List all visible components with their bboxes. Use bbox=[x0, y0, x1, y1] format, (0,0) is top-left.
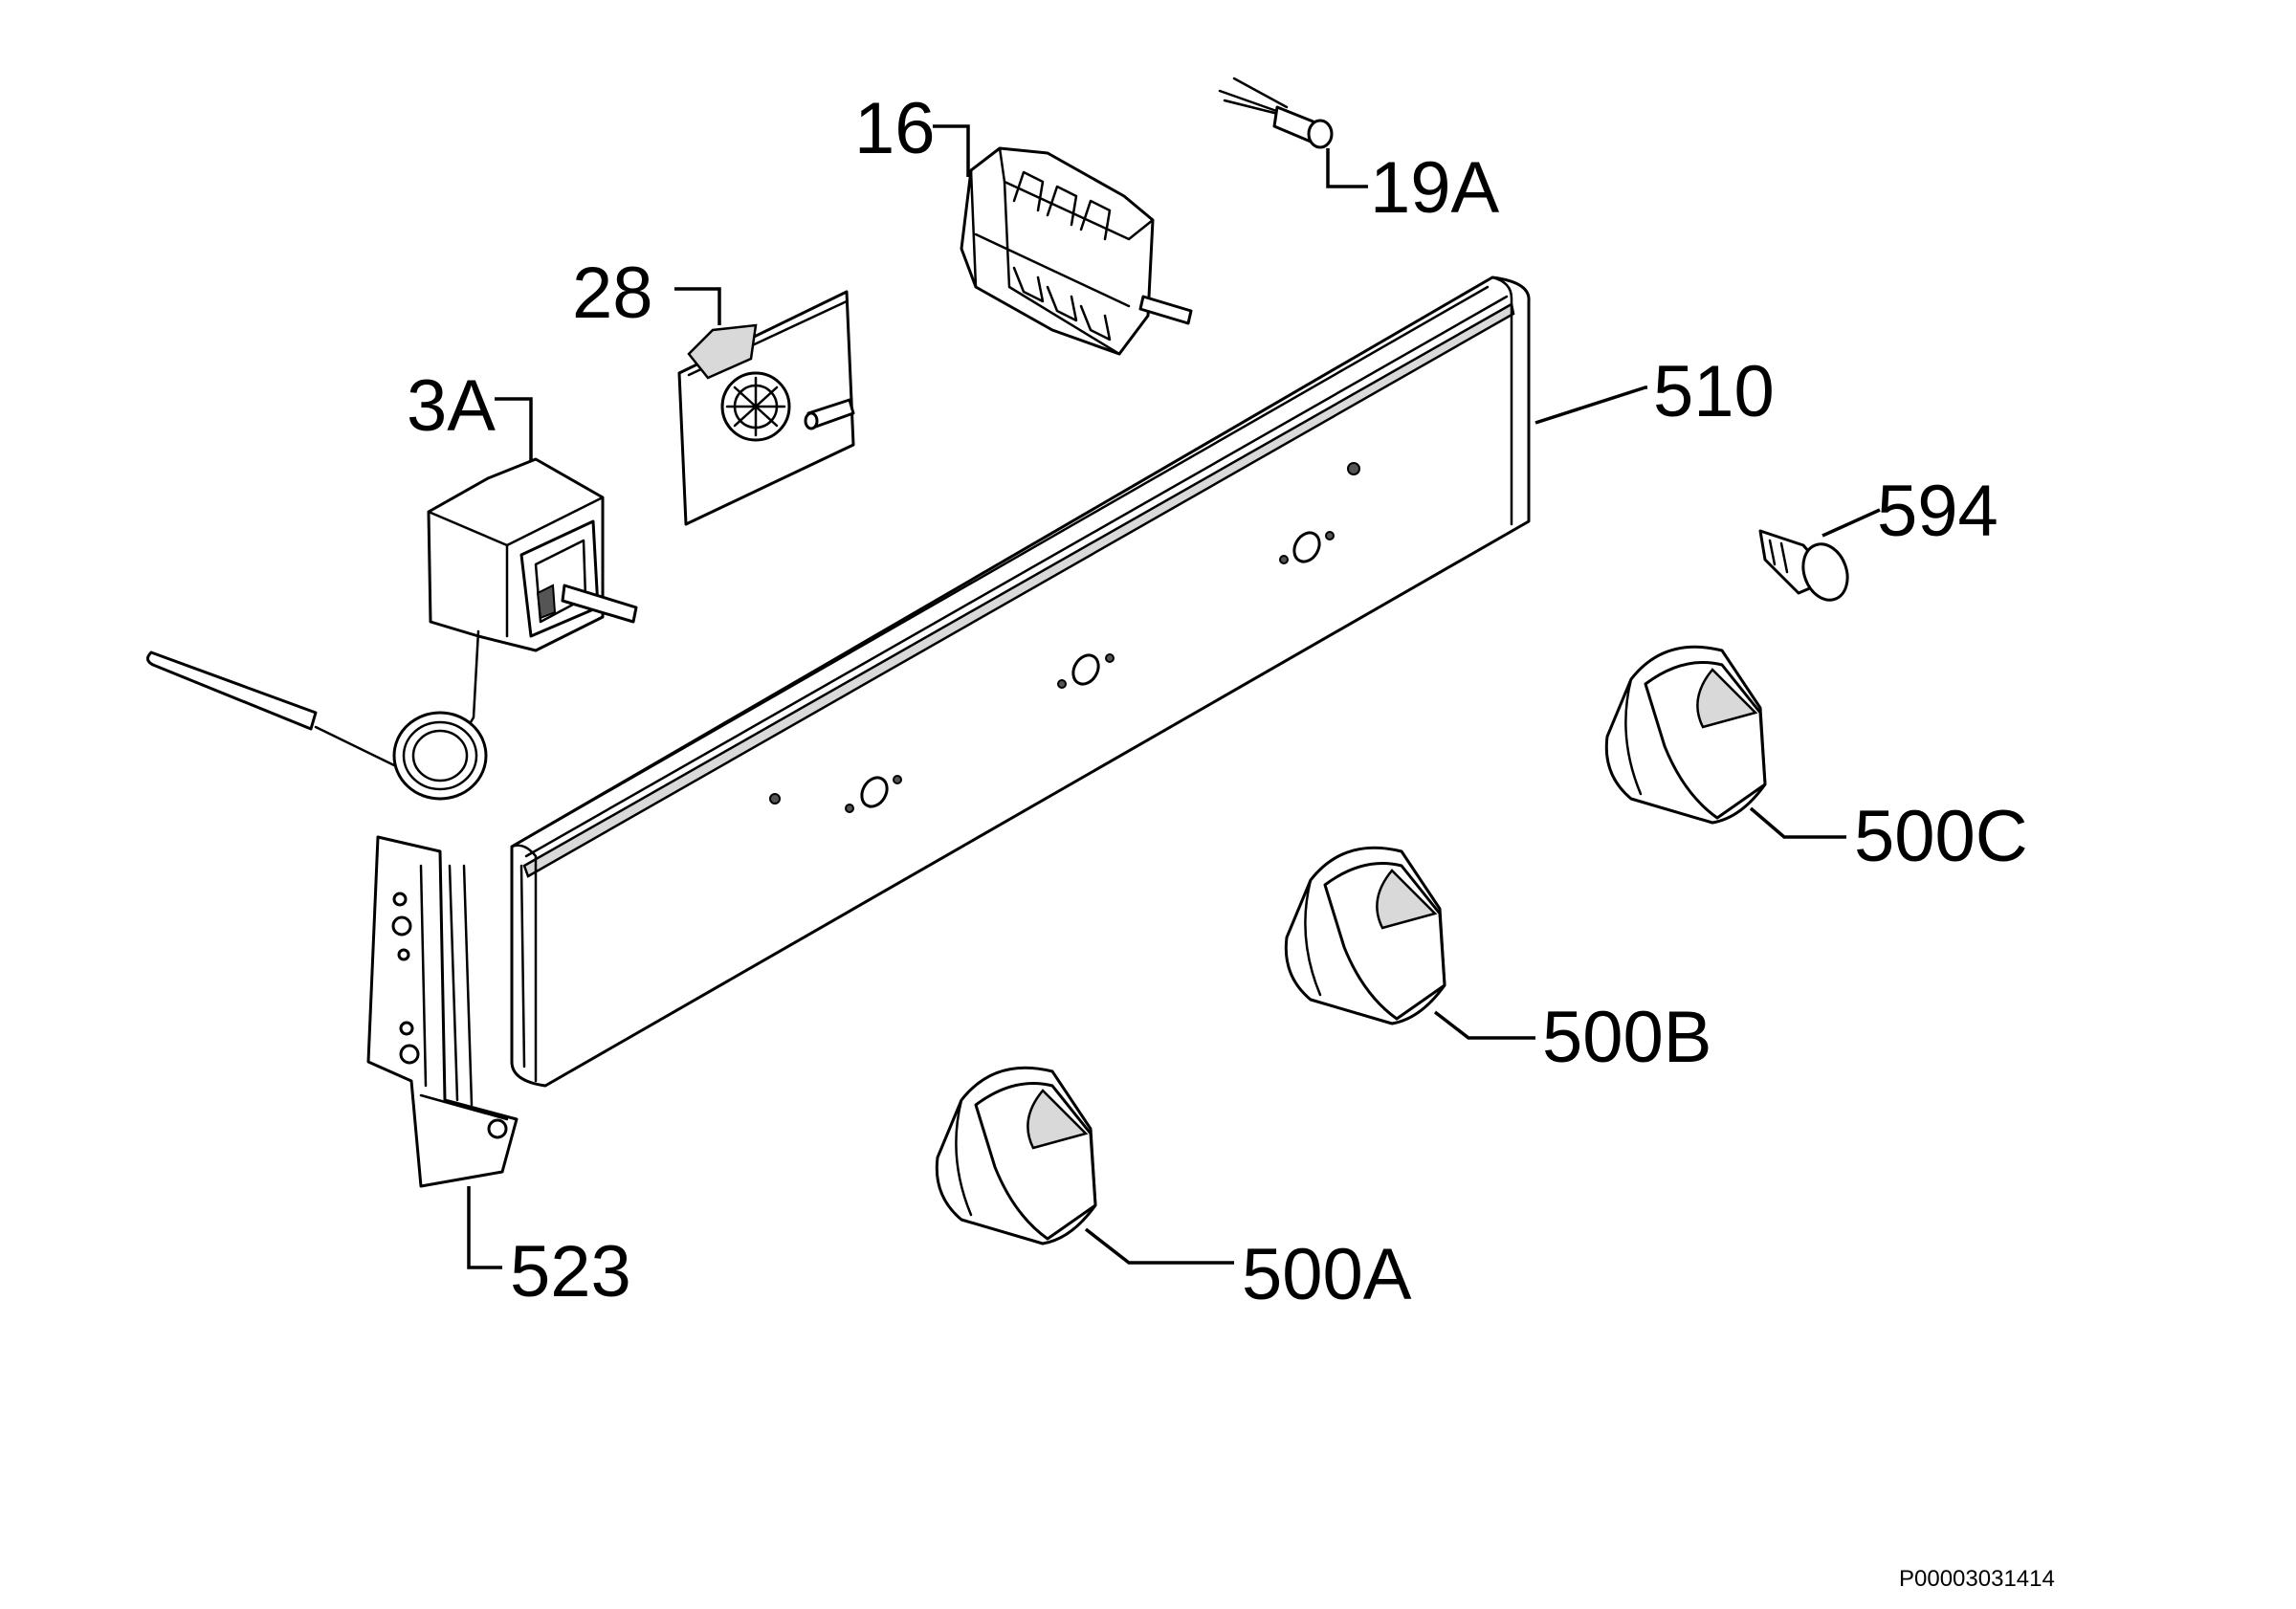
leader-500a bbox=[1084, 1227, 1234, 1265]
callout-3a: 3A bbox=[407, 365, 496, 447]
selector-switch-part bbox=[960, 146, 1193, 356]
callout-16: 16 bbox=[854, 88, 936, 169]
knob-500a-part bbox=[935, 1066, 1097, 1245]
leader-523 bbox=[467, 1186, 502, 1269]
callout-500c: 500C bbox=[1854, 796, 2028, 877]
leader-594 bbox=[1821, 508, 1881, 538]
document-code: P00003031414 bbox=[1899, 1566, 2055, 1592]
callout-500a: 500A bbox=[1242, 1234, 1412, 1315]
callout-510: 510 bbox=[1653, 351, 1775, 432]
callout-523: 523 bbox=[510, 1231, 631, 1312]
lamp-holder-part bbox=[1758, 529, 1849, 602]
leader-19a bbox=[1326, 148, 1368, 188]
leader-500c bbox=[1749, 806, 1846, 839]
knob-500b-part bbox=[1284, 846, 1446, 1025]
callout-28: 28 bbox=[572, 253, 653, 334]
control-panel-part bbox=[510, 276, 1531, 1088]
leader-16 bbox=[933, 124, 970, 177]
leader-500b bbox=[1433, 1010, 1535, 1040]
callout-19a: 19A bbox=[1370, 147, 1500, 229]
thermostat-plate-part bbox=[677, 290, 855, 526]
indicator-lamp-part bbox=[1218, 77, 1334, 149]
thermostat-part bbox=[146, 457, 638, 801]
leader-510 bbox=[1534, 386, 1647, 425]
callout-594: 594 bbox=[1877, 471, 1998, 552]
bracket-part bbox=[366, 835, 519, 1188]
knob-500c-part bbox=[1604, 645, 1767, 825]
leader-28 bbox=[674, 287, 721, 325]
callout-500b: 500B bbox=[1542, 997, 1712, 1078]
leader-3a bbox=[495, 397, 533, 461]
